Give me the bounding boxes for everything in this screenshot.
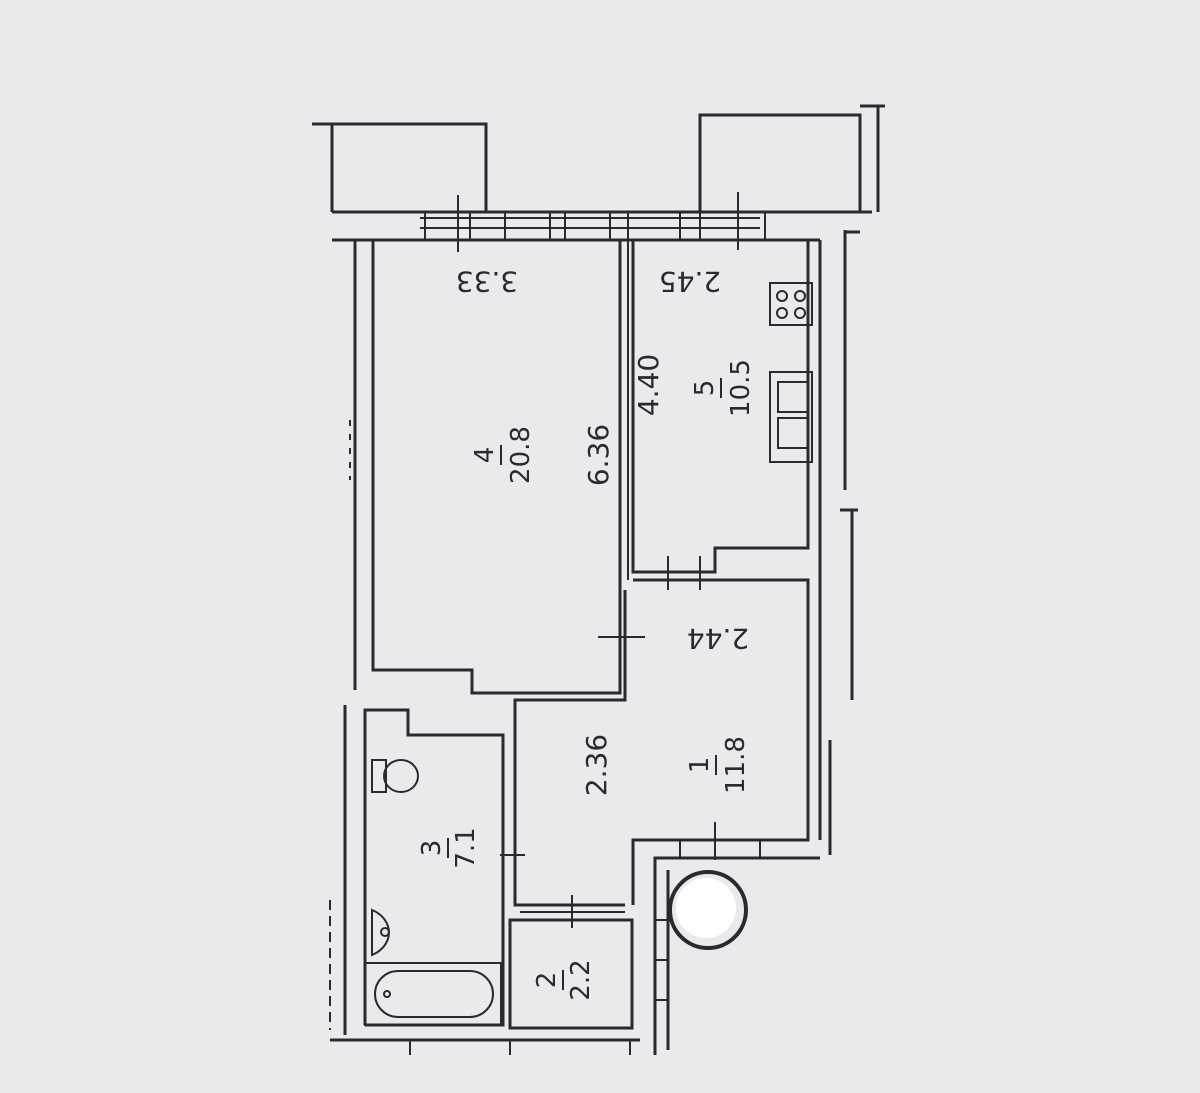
room-label-3: 3 7.1 <box>417 827 481 868</box>
balcony-right <box>698 104 885 212</box>
room-1 <box>500 578 810 907</box>
dim-hall-width: 2.44 <box>687 622 749 655</box>
room-number: 2 <box>532 972 562 989</box>
window-band <box>332 192 872 252</box>
room-number: 5 <box>690 380 720 397</box>
room-area: 10.5 <box>726 359 756 417</box>
room-number: 3 <box>417 840 447 857</box>
room-label-1: 1 11.8 <box>685 736 751 794</box>
entrance-area <box>653 840 820 1055</box>
toilet-icon <box>371 759 419 793</box>
dim-kitchen-width: 2.45 <box>659 265 721 298</box>
washbasin-icon <box>371 908 390 957</box>
dim-kitchen-length: 4.40 <box>632 354 665 416</box>
room-4 <box>371 240 629 695</box>
room-area: 2.2 <box>566 959 596 1000</box>
room-label-5: 5 10.5 <box>690 359 756 417</box>
room-label-4: 4 20.8 <box>470 426 536 484</box>
room-area: 11.8 <box>721 736 751 794</box>
outer-walls <box>329 230 860 1055</box>
balcony-left <box>312 122 488 212</box>
room-label-2: 2 2.2 <box>532 959 596 1000</box>
kitchen-sink-icon <box>769 371 813 463</box>
dim-room4-width: 3.33 <box>456 265 518 298</box>
redaction-dot-icon <box>668 870 748 950</box>
room-5 <box>631 240 810 590</box>
stove-icon <box>769 282 813 326</box>
dim-hall-length: 2.36 <box>580 734 613 796</box>
room-area: 7.1 <box>451 827 481 868</box>
room-number: 4 <box>470 447 500 464</box>
bathtub-icon <box>364 962 502 1026</box>
room-2 <box>508 895 634 1030</box>
room-area: 20.8 <box>506 426 536 484</box>
dim-room4-length: 6.36 <box>582 424 615 486</box>
room-number: 1 <box>685 757 715 774</box>
room-3 <box>363 708 505 1027</box>
